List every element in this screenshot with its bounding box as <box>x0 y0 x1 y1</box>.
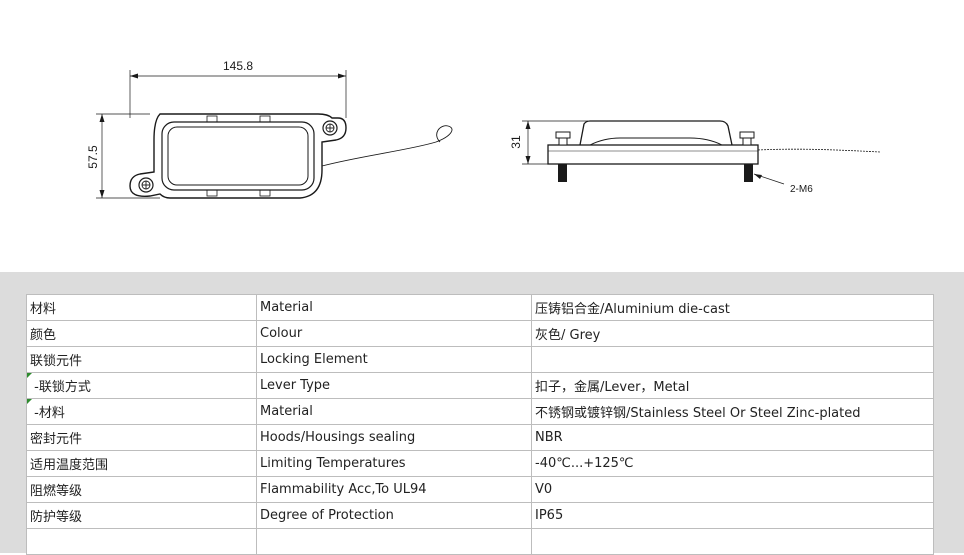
empty-cell <box>26 528 257 555</box>
technical-drawing: 145.8 57.5 <box>0 0 964 272</box>
spec-chinese-label: 阻燃等级 <box>26 476 257 503</box>
screw-callout-label: 2-M6 <box>790 184 813 195</box>
spec-chinese-label: 适用温度范围 <box>26 450 257 477</box>
table-row: 防护等级 Degree of Protection IP65 <box>26 502 934 529</box>
spec-english-label: Hoods/Housings sealing <box>256 424 532 451</box>
height-dimension-label: 57.5 <box>86 145 100 169</box>
spec-chinese-label: -材料 <box>26 398 257 425</box>
spec-table: 材料 Material 压铸铝合金/Aluminium die-cast 颜色 … <box>26 294 934 555</box>
spec-chinese-label: 联锁元件 <box>26 346 257 373</box>
front-view <box>96 70 453 199</box>
spec-chinese-label: -联锁方式 <box>26 372 257 399</box>
spec-value: IP65 <box>531 502 934 529</box>
spec-chinese-label: 材料 <box>26 294 257 321</box>
spec-chinese-label: 密封元件 <box>26 424 257 451</box>
table-row: -联锁方式 Lever Type 扣子，金属/Lever，Metal <box>26 372 934 399</box>
table-row: -材料 Material 不锈钢或镀锌钢/Stainless Steel Or … <box>26 398 934 425</box>
spec-value: 灰色/ Grey <box>531 320 934 347</box>
table-row-empty <box>26 528 934 555</box>
table-row: 颜色 Colour 灰色/ Grey <box>26 320 934 347</box>
cell-marker <box>27 399 32 404</box>
spec-value: V0 <box>531 476 934 503</box>
cell-marker <box>27 373 32 378</box>
table-row: 材料 Material 压铸铝合金/Aluminium die-cast <box>26 294 934 321</box>
spec-english-label: Lever Type <box>256 372 532 399</box>
spec-table-panel: 材料 Material 压铸铝合金/Aluminium die-cast 颜色 … <box>0 272 964 555</box>
spec-value: 压铸铝合金/Aluminium die-cast <box>531 294 934 321</box>
spec-english-label: Material <box>256 294 532 321</box>
technical-drawing-svg: 145.8 57.5 <box>86 59 881 199</box>
side-height-dimension-label: 31 <box>509 135 523 149</box>
spec-english-label: Flammability Acc,To UL94 <box>256 476 532 503</box>
side-view <box>522 120 881 185</box>
spec-value: 不锈钢或镀锌钢/Stainless Steel Or Steel Zinc-pl… <box>531 398 934 425</box>
spec-english-label: Colour <box>256 320 532 347</box>
spec-chinese-label: 颜色 <box>26 320 257 347</box>
spec-chinese-text: -联锁方式 <box>30 380 91 395</box>
table-row: 阻燃等级 Flammability Acc,To UL94 V0 <box>26 476 934 503</box>
width-dimension-label: 145.8 <box>223 59 253 73</box>
spec-value <box>531 346 934 373</box>
spec-value: 扣子，金属/Lever，Metal <box>531 372 934 399</box>
spec-table-body: 材料 Material 压铸铝合金/Aluminium die-cast 颜色 … <box>26 294 934 555</box>
spec-chinese-label: 防护等级 <box>26 502 257 529</box>
table-row: 联锁元件 Locking Element <box>26 346 934 373</box>
table-row: 密封元件 Hoods/Housings sealing NBR <box>26 424 934 451</box>
spec-english-label: Limiting Temperatures <box>256 450 532 477</box>
spec-english-label: Material <box>256 398 532 425</box>
spec-english-label: Locking Element <box>256 346 532 373</box>
spec-value: NBR <box>531 424 934 451</box>
empty-cell <box>256 528 532 555</box>
spec-value: -40℃...+125℃ <box>531 450 934 477</box>
spec-chinese-text: -材料 <box>30 406 65 421</box>
table-row: 适用温度范围 Limiting Temperatures -40℃...+125… <box>26 450 934 477</box>
spec-english-label: Degree of Protection <box>256 502 532 529</box>
empty-cell <box>531 528 934 555</box>
